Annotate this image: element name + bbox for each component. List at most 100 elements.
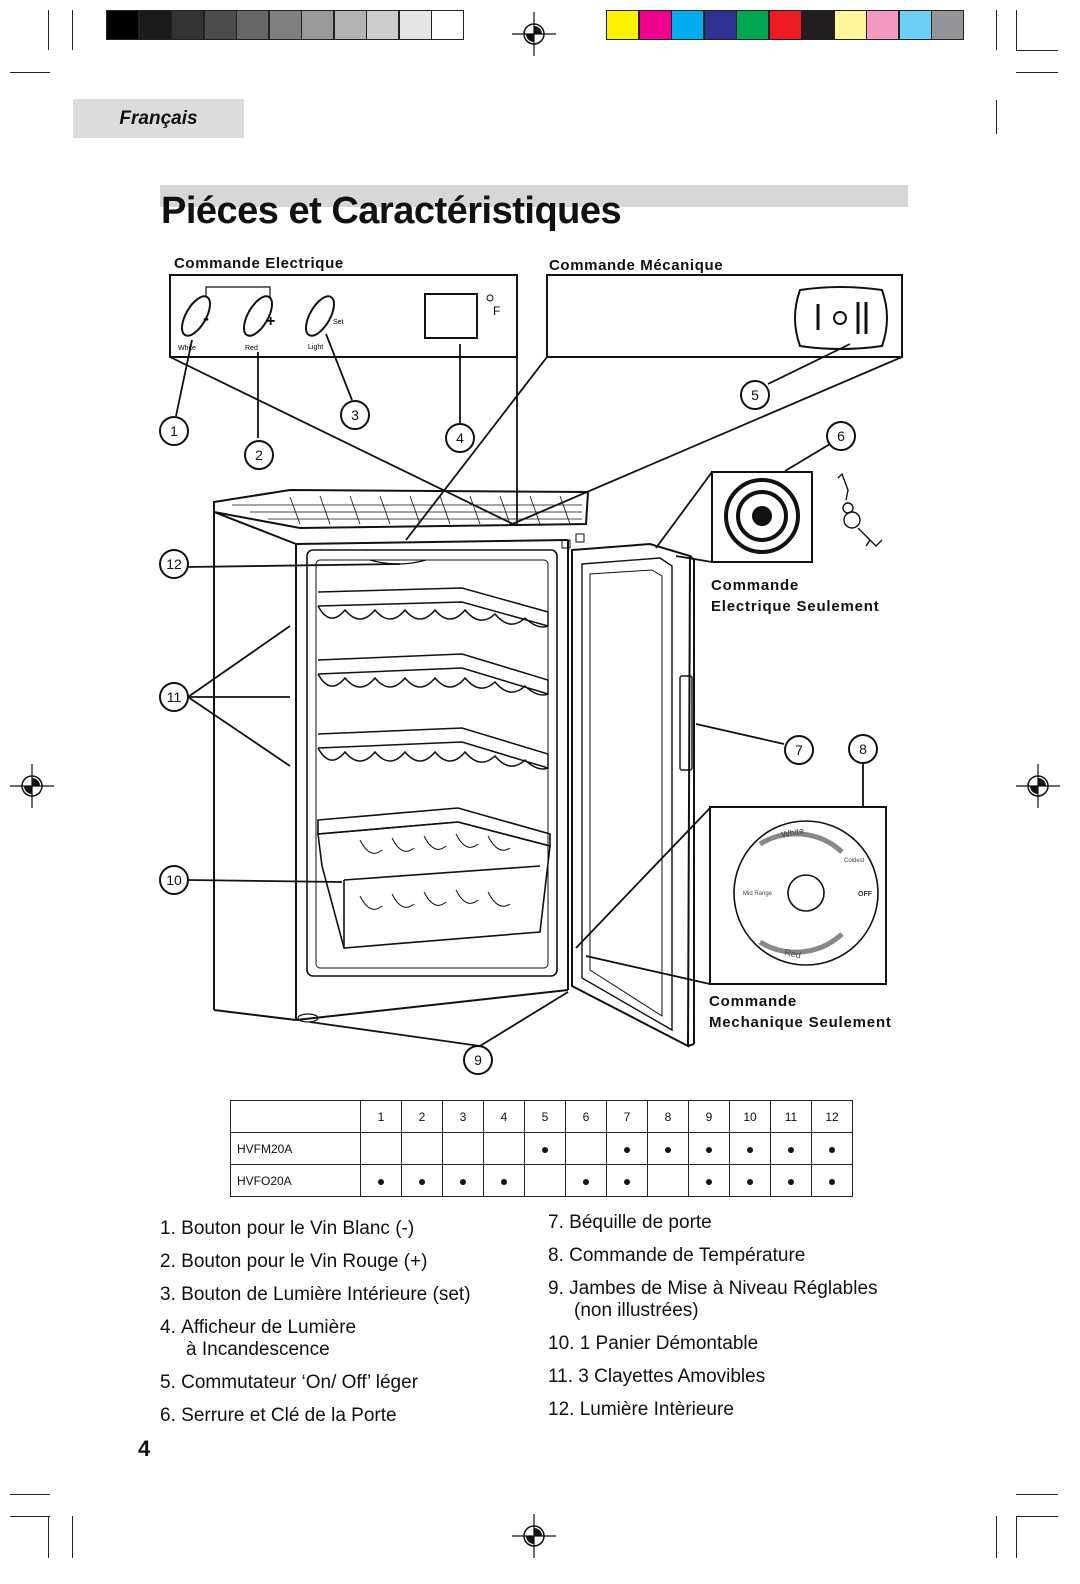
title-underlay bbox=[160, 185, 908, 207]
feature-cell bbox=[442, 1132, 484, 1165]
list-item: 8. Commande de Température bbox=[548, 1245, 806, 1266]
dial-coldest-label: Coldest bbox=[844, 858, 865, 864]
color-swatch bbox=[801, 10, 834, 40]
callout-4: 4 bbox=[456, 430, 464, 446]
list-item: 7. Béquille de porte bbox=[548, 1212, 712, 1233]
wine-cooler-diagram: - + Set F White Red Light White Coldest … bbox=[159, 274, 903, 1075]
lock-caption-line1: Commande bbox=[711, 577, 800, 594]
on-off-switch-icon bbox=[794, 286, 888, 350]
registration-mark-right bbox=[1016, 764, 1060, 808]
list-item: 5. Commutateur ‘On/ Off’ léger bbox=[160, 1372, 419, 1393]
temperature-display bbox=[424, 293, 478, 339]
feature-dot bbox=[829, 1146, 835, 1153]
callout-5: 5 bbox=[751, 387, 759, 403]
table-header-row: 1 2 3 4 5 6 7 8 9 10 11 12 bbox=[230, 1100, 853, 1133]
feature-dot bbox=[460, 1178, 466, 1185]
table-header-cell: 5 bbox=[524, 1100, 566, 1133]
callout-3: 3 bbox=[351, 407, 359, 423]
feature-cell bbox=[770, 1164, 812, 1197]
dial-caption-line1: Commande bbox=[709, 993, 798, 1010]
feature-dot bbox=[706, 1146, 712, 1153]
list-item: 3. Bouton de Lumière Intérieure (set) bbox=[160, 1284, 471, 1305]
dial-caption: Commande Mechanique Seulement bbox=[709, 991, 892, 1033]
feature-cell bbox=[729, 1132, 771, 1165]
feature-cell bbox=[524, 1132, 566, 1165]
fahrenheit-label: F bbox=[493, 304, 500, 318]
color-swatch bbox=[898, 10, 932, 40]
feature-dot bbox=[624, 1178, 630, 1185]
color-swatch bbox=[638, 10, 672, 40]
electronic-control-label: Commande Electrique bbox=[174, 255, 344, 272]
feature-dot bbox=[542, 1146, 548, 1153]
feature-cell bbox=[729, 1164, 771, 1197]
color-swatch bbox=[931, 10, 964, 40]
parts-list-right: 7. Béquille de porte 8. Commande de Temp… bbox=[548, 1212, 878, 1432]
table-header-cell: 8 bbox=[647, 1100, 689, 1133]
feature-cell bbox=[811, 1164, 853, 1197]
dial-caption-line2: Mechanique Seulement bbox=[709, 1014, 892, 1031]
registration-mark-left bbox=[10, 764, 54, 808]
callout-7: 7 bbox=[795, 742, 803, 758]
feature-dot bbox=[378, 1178, 384, 1185]
mechanical-control-label: Commande Mécanique bbox=[549, 257, 724, 274]
list-item: 10. 1 Panier Démontable bbox=[548, 1333, 759, 1354]
feature-cell bbox=[647, 1132, 689, 1165]
feature-cell bbox=[401, 1164, 443, 1197]
lock-detail bbox=[711, 471, 813, 563]
feature-dot bbox=[829, 1178, 835, 1185]
feature-dot bbox=[706, 1178, 712, 1185]
feature-cell bbox=[442, 1164, 484, 1197]
minus-sign: - bbox=[203, 308, 209, 328]
feature-cell bbox=[565, 1164, 607, 1197]
feature-cell bbox=[606, 1132, 648, 1165]
table-header-cell: 1 bbox=[360, 1100, 402, 1133]
dial-white-label: White bbox=[780, 825, 805, 840]
feature-cell bbox=[565, 1132, 607, 1165]
feature-cell bbox=[360, 1132, 402, 1165]
callout-10: 10 bbox=[166, 872, 182, 888]
set-label: Set bbox=[333, 319, 344, 326]
callout-11: 11 bbox=[167, 689, 182, 705]
feature-cell bbox=[688, 1132, 730, 1165]
language-tab-label: Français bbox=[119, 108, 198, 129]
list-item: 12. Lumière Intèrieure bbox=[548, 1399, 734, 1420]
feature-dot bbox=[788, 1146, 794, 1153]
parts-list-left: 1. Bouton pour le Vin Blanc (-) 2. Bouto… bbox=[160, 1218, 471, 1438]
feature-cell bbox=[647, 1164, 689, 1197]
page-number: 4 bbox=[138, 1436, 151, 1461]
cabinet-door bbox=[571, 542, 692, 1048]
lock-caption-line2: Electrique Seulement bbox=[711, 598, 880, 615]
callout-2: 2 bbox=[255, 447, 263, 463]
model-feature-table: 1 2 3 4 5 6 7 8 9 10 11 12 HVFM20A HVFO2… bbox=[230, 1100, 853, 1197]
table-header-cell: 12 bbox=[811, 1100, 853, 1133]
color-swatch bbox=[736, 10, 769, 40]
door-handle bbox=[679, 675, 693, 771]
table-header-cell: 10 bbox=[729, 1100, 771, 1133]
cabinet-top bbox=[213, 488, 590, 530]
feature-cell bbox=[770, 1132, 812, 1165]
callout-8: 8 bbox=[859, 741, 867, 757]
model-name: HVFM20A bbox=[230, 1132, 361, 1165]
feature-dot bbox=[624, 1146, 630, 1153]
gray-swatch bbox=[203, 10, 237, 40]
feature-cell bbox=[483, 1164, 525, 1197]
table-header-cell: 6 bbox=[565, 1100, 607, 1133]
table-row: HVFO20A bbox=[230, 1164, 853, 1197]
list-item: 11. 3 Clayettes Amovibles bbox=[548, 1366, 766, 1387]
dial-red-label: Red bbox=[784, 947, 802, 960]
plus-sign: + bbox=[266, 313, 275, 330]
list-item: 1. Bouton pour le Vin Blanc (-) bbox=[160, 1218, 415, 1239]
removable-basket bbox=[317, 807, 551, 949]
color-swatch bbox=[768, 10, 802, 40]
callout-9: 9 bbox=[474, 1052, 482, 1068]
callout-12: 12 bbox=[166, 556, 182, 572]
language-tab: Français bbox=[73, 99, 244, 138]
electronic-control-panel bbox=[169, 274, 518, 358]
table-header-cell: 3 bbox=[442, 1100, 484, 1133]
key-icon bbox=[837, 472, 883, 547]
feature-dot bbox=[747, 1178, 753, 1185]
wine-shelves bbox=[317, 587, 549, 770]
feature-cell bbox=[688, 1164, 730, 1197]
list-item: 2. Bouton pour le Vin Rouge (+) bbox=[160, 1251, 428, 1272]
